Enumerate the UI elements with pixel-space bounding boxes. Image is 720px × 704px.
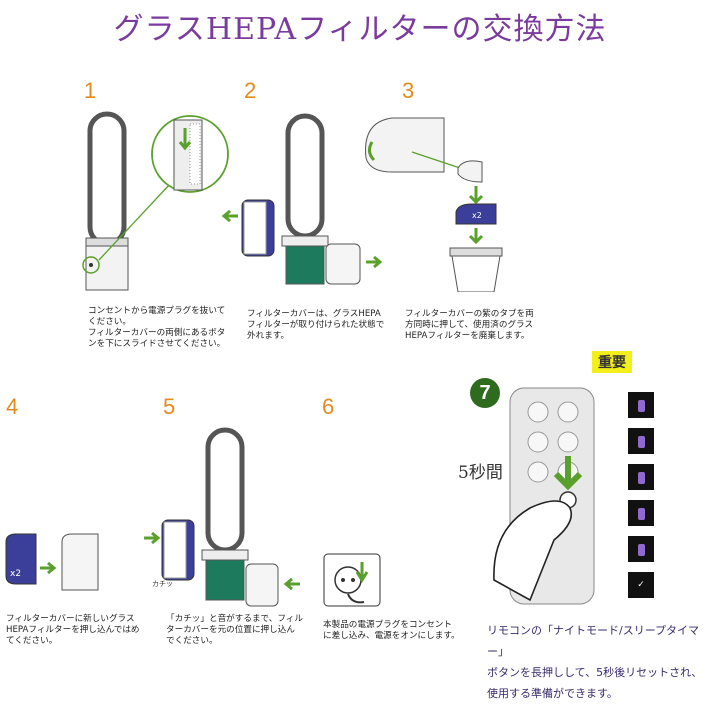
reset-screen-3 bbox=[628, 464, 654, 490]
step-1-caption: コンセントから電源プラグを抜いて ください。 フィルターカバーの両側にあるボタ … bbox=[88, 306, 226, 349]
reset-screen-1 bbox=[628, 392, 654, 418]
important-badge: 重要 bbox=[592, 351, 632, 373]
filter-indicator-icon bbox=[638, 400, 645, 412]
step-3-number: 3 bbox=[402, 78, 415, 103]
reset-screen-5 bbox=[628, 536, 654, 562]
step-4-number: 4 bbox=[6, 394, 19, 419]
step-3-caption: フィルターカバーの紫のタブを両 方同時に押して、使用済のグラス HEPAフィルタ… bbox=[405, 309, 534, 341]
step-7-number: 7 bbox=[470, 378, 500, 408]
step-5-illustration: カチッ bbox=[144, 427, 300, 607]
step-7-caption: リモコンの「ナイトモード/スリープタイマー」 ボタンを長押しして、5秒後リセット… bbox=[487, 624, 703, 700]
filter-indicator-icon bbox=[638, 436, 645, 448]
filter-indicator-icon bbox=[638, 508, 645, 520]
step-6-caption: 本製品の電源プラグをコンセント に差し込み、電源をオンにします。 bbox=[323, 620, 460, 641]
step-6-illustration bbox=[323, 553, 381, 607]
step-2-caption: フィルターカバーは、グラスHEPA フィルターが取り付けられた状態で 外れます。 bbox=[247, 309, 385, 341]
click-label: カチッ bbox=[152, 580, 173, 588]
step-2-number: 2 bbox=[244, 78, 257, 103]
x2-label-step4: x2 bbox=[10, 569, 21, 579]
check-icon: ✓ bbox=[637, 580, 645, 590]
step-1-illustration bbox=[82, 111, 229, 291]
reset-screen-4 bbox=[628, 500, 654, 526]
filter-indicator-icon bbox=[638, 472, 645, 484]
step-3-illustration: x2 bbox=[365, 117, 503, 292]
x2-label: x2 bbox=[472, 211, 482, 220]
page-title: グラスHEPAフィルターの交換方法 bbox=[113, 12, 607, 47]
five-seconds-label: 5秒間 bbox=[458, 463, 503, 483]
filter-indicator-icon bbox=[638, 544, 645, 556]
reset-screen-6: ✓ bbox=[628, 572, 654, 598]
step-5-caption: 「カチッ」と音がするまで、フィル ターカバーを元の位置に押し込ん でください。 bbox=[166, 614, 303, 646]
remote-illustration bbox=[493, 387, 595, 605]
step-1-number: 1 bbox=[84, 78, 97, 103]
reset-screen-2 bbox=[628, 428, 654, 454]
step-4-illustration: x2 bbox=[5, 533, 99, 591]
step-6-number: 6 bbox=[322, 394, 335, 419]
step-5-number: 5 bbox=[163, 394, 176, 419]
step-2-illustration bbox=[221, 113, 383, 285]
step-4-caption: フィルターカバーに新しいグラス HEPAフィルターを押し込んではめ てください。 bbox=[6, 614, 140, 646]
